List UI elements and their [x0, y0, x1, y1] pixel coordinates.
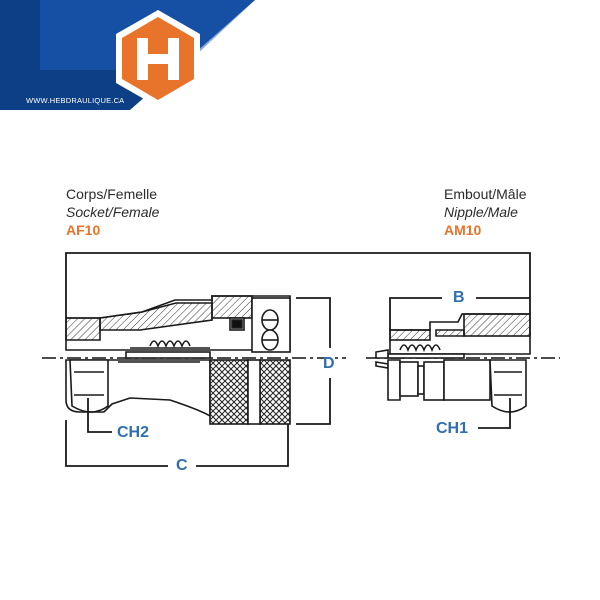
dim-b-line-left [389, 297, 442, 330]
dim-c-line-left [65, 420, 168, 467]
nipple-drawing [375, 313, 531, 413]
dim-ch2-label: CH2 [117, 424, 150, 441]
nipple-label-en: Nipple/Male [444, 204, 518, 220]
dim-d-label: D [323, 355, 335, 372]
website-url: WWW.HEBDRAULIQUE.CA [26, 96, 125, 105]
dim-ch2-line [87, 398, 112, 433]
dim-d-line-bottom [296, 378, 331, 425]
logo-icon [116, 10, 200, 107]
socket-code: AF10 [66, 222, 101, 238]
dim-c-line-right [196, 424, 289, 467]
nipple-label-fr: Embout/Mâle [444, 186, 527, 202]
socket-drawing [65, 295, 291, 425]
dimension-lines [65, 252, 531, 467]
socket-label-en: Socket/Female [66, 204, 160, 220]
dim-ch1-line [478, 398, 511, 429]
socket-label-fr: Corps/Femelle [66, 186, 158, 202]
dim-c-label: C [176, 457, 188, 474]
dim-d-line-top [296, 297, 331, 348]
dim-ch1-label: CH1 [436, 420, 469, 437]
dim-b-label: B [453, 289, 465, 306]
nipple-code: AM10 [444, 222, 482, 238]
overall-length-line [65, 252, 531, 318]
